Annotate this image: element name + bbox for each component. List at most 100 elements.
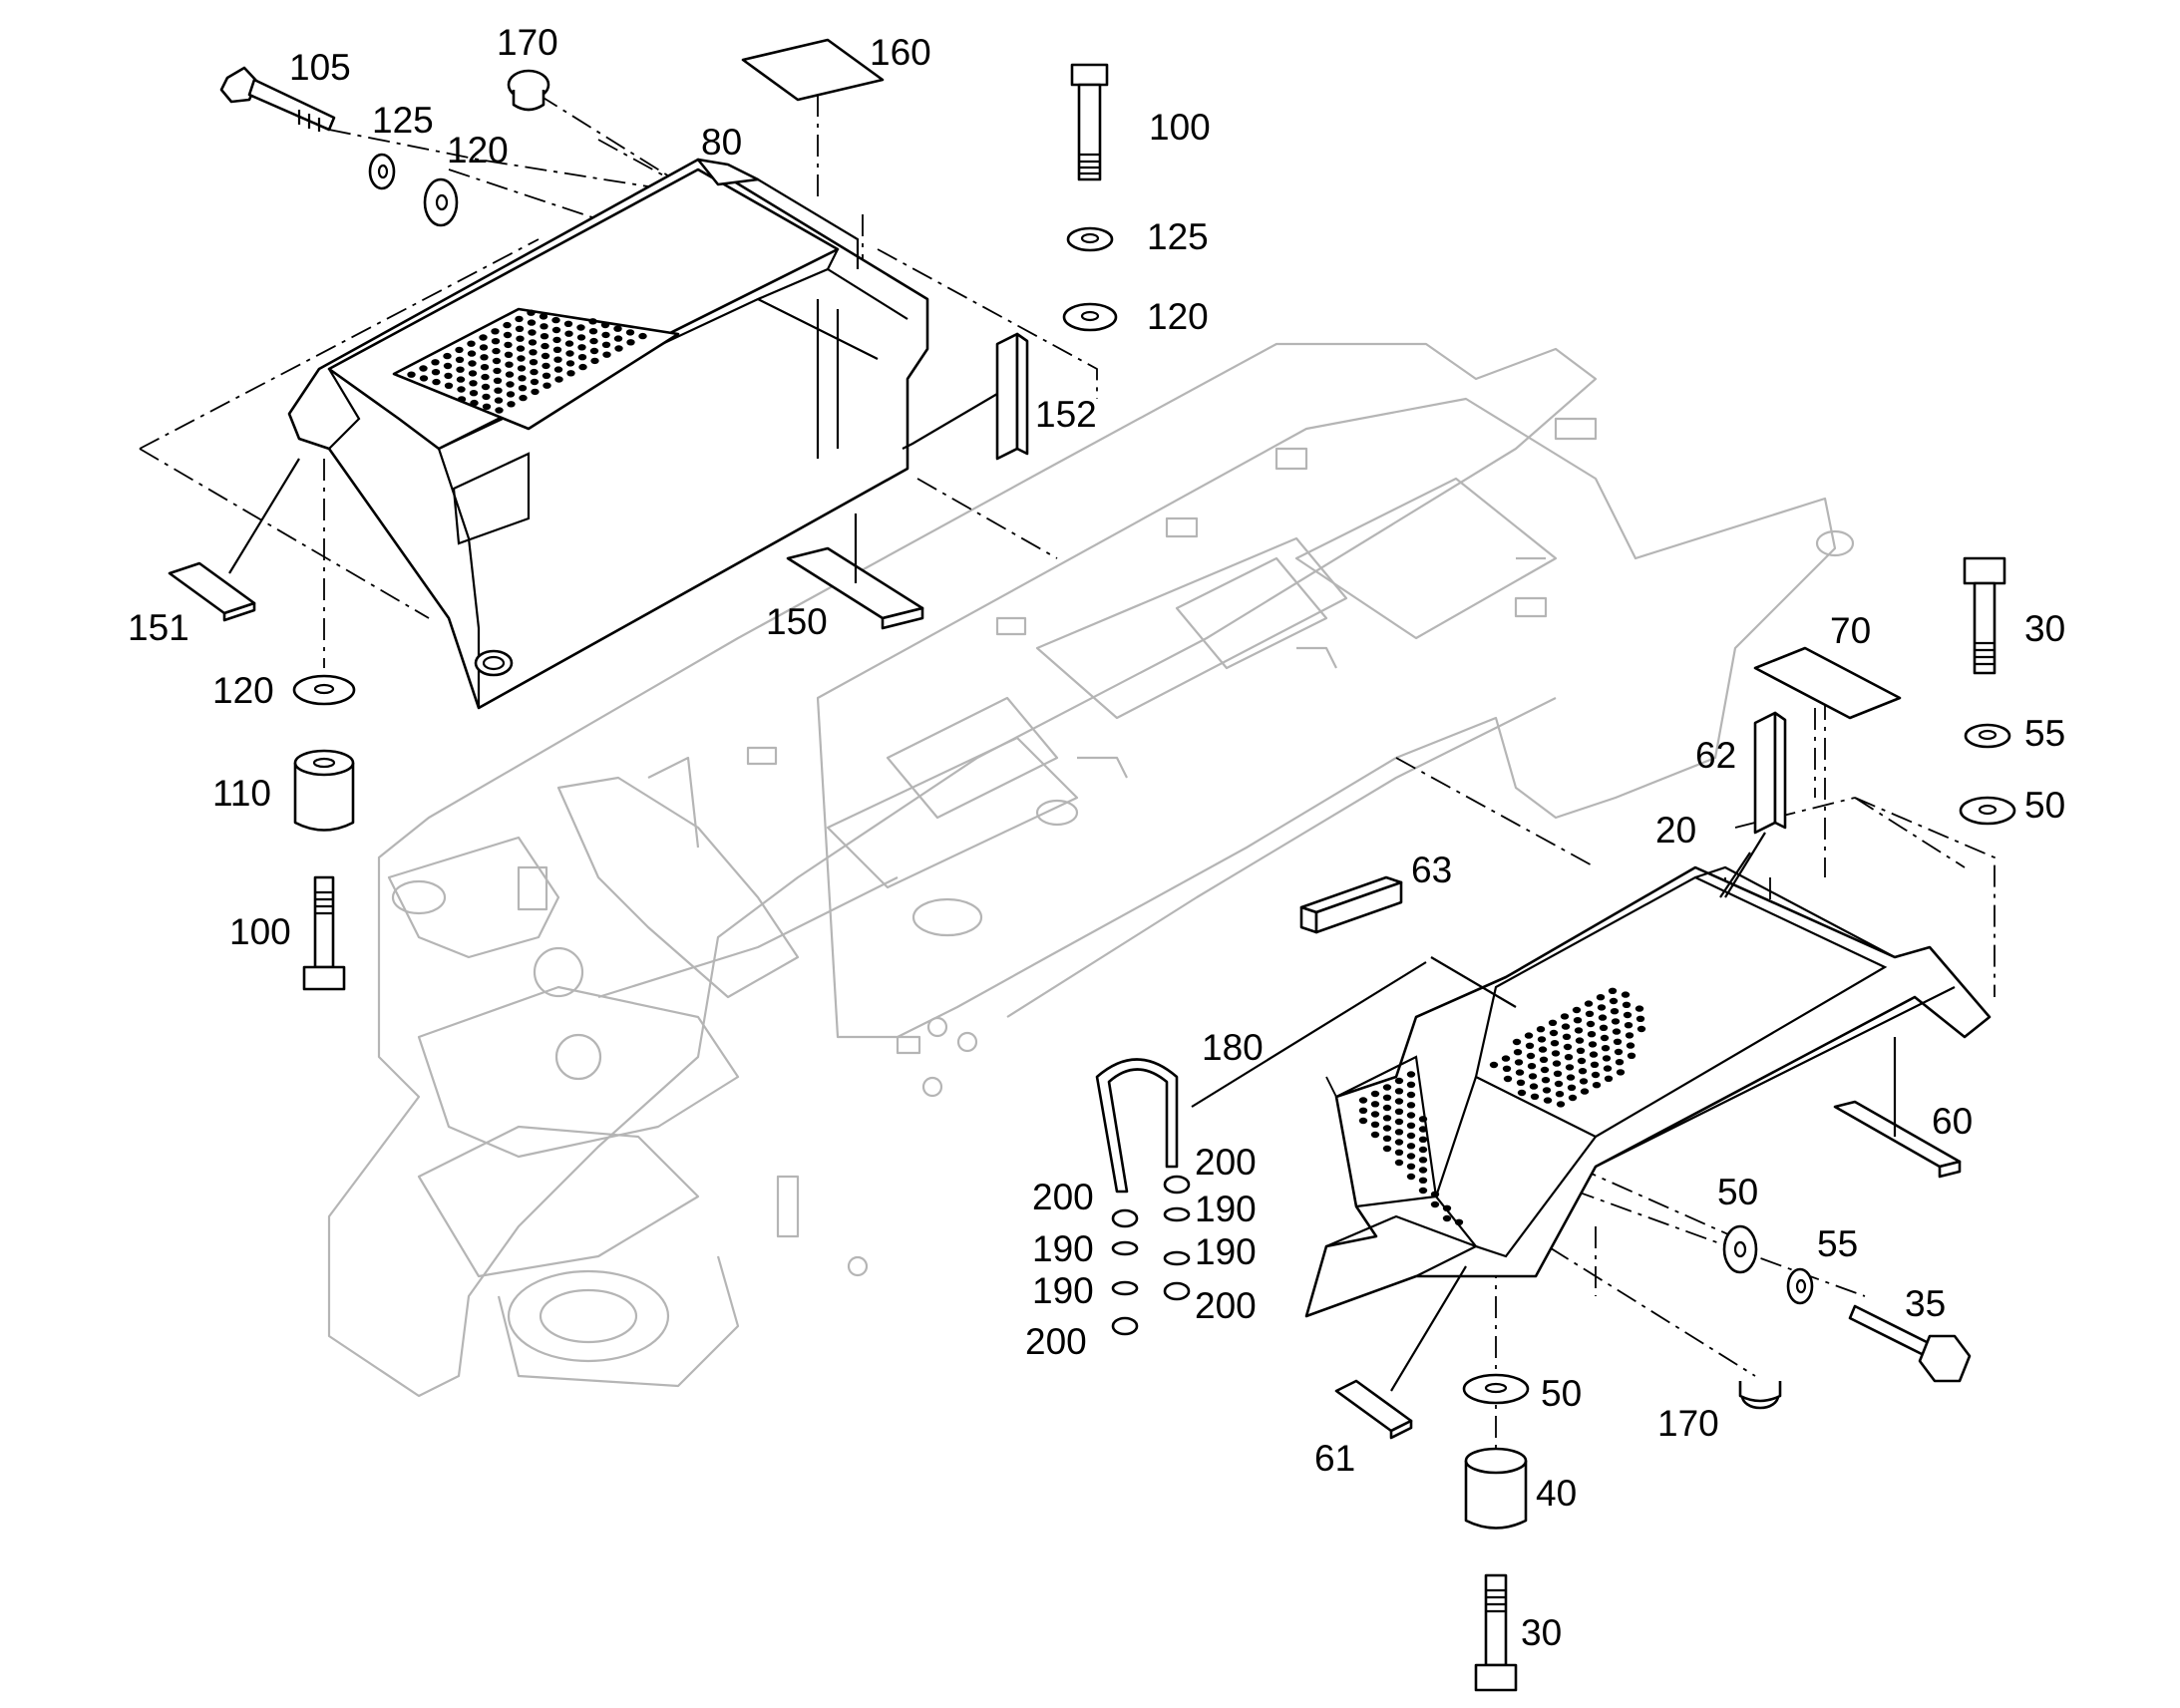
washer-120-right-icon xyxy=(1062,302,1118,332)
perforation-hole xyxy=(1566,1074,1576,1081)
perforation-hole xyxy=(529,359,539,366)
perforation-hole xyxy=(601,341,611,348)
perforation-hole xyxy=(1611,1018,1621,1025)
washer-55-top-icon xyxy=(1964,723,2011,749)
perforation-hole xyxy=(1573,1017,1583,1024)
main-frame-chassis xyxy=(327,342,1855,1398)
perforation-hole xyxy=(443,352,452,360)
perforation-hole xyxy=(1584,1000,1594,1007)
callout-200-left-bottom: 200 xyxy=(1025,1321,1087,1362)
perforation-hole xyxy=(1442,1214,1452,1222)
spacer-sleeve-40-icon xyxy=(1464,1447,1528,1530)
perforation-hole xyxy=(1382,1104,1392,1112)
perforation-hole xyxy=(456,366,465,373)
perforation-hole xyxy=(1600,1034,1610,1042)
callout-63: 63 xyxy=(1411,850,1452,890)
perforation-hole xyxy=(1589,1051,1599,1058)
perforation-hole xyxy=(1603,1065,1613,1072)
perforation-hole xyxy=(543,382,551,389)
perforation-hole xyxy=(1406,1153,1416,1160)
perforation-hole xyxy=(1553,1070,1563,1078)
callout-30-bottom: 30 xyxy=(1521,1612,1562,1653)
perforation-hole xyxy=(554,376,563,383)
bolt-100-top-icon xyxy=(1070,63,1109,181)
bolt-30-top-icon xyxy=(1963,556,2006,675)
grommet-170-top-icon xyxy=(507,69,550,112)
perforation-hole xyxy=(518,385,528,392)
callout-160: 160 xyxy=(870,32,931,73)
callout-30-top: 30 xyxy=(2024,608,2065,649)
perforation-hole xyxy=(529,349,538,356)
perforation-hole xyxy=(492,357,502,365)
perforation-hole xyxy=(1527,1063,1537,1070)
perforation-hole xyxy=(1358,1107,1368,1115)
perforation-hole xyxy=(1591,1071,1601,1079)
callout-60: 60 xyxy=(1932,1101,1973,1142)
perforation-hole xyxy=(528,339,538,346)
perforation-hole xyxy=(588,318,597,325)
perforation-hole xyxy=(1525,1042,1535,1050)
right-guard-cover-20 xyxy=(1304,865,1992,1318)
label-plate-70-icon xyxy=(1753,646,1902,720)
perforation-hole xyxy=(530,368,539,376)
perforation-hole xyxy=(1370,1090,1380,1098)
perforation-hole xyxy=(495,407,504,414)
perforation-hole xyxy=(1613,1038,1623,1046)
perforation-hole xyxy=(1394,1077,1404,1085)
perforation-hole xyxy=(551,316,560,324)
perforation-hole xyxy=(553,366,563,373)
perforation-hole xyxy=(1538,1046,1548,1053)
perforation-hole xyxy=(519,394,528,402)
perforation-hole xyxy=(516,345,526,352)
perforation-hole xyxy=(1501,1055,1511,1062)
perforation-hole xyxy=(530,378,540,386)
perforation-hole xyxy=(455,346,464,354)
perforation-hole xyxy=(1526,1052,1536,1060)
perforation-hole xyxy=(1626,1042,1635,1049)
perforation-hole xyxy=(1562,1033,1572,1041)
perforation-hole xyxy=(1418,1177,1428,1185)
rubber-pad-152-icon xyxy=(995,332,1029,461)
perforation-hole xyxy=(469,390,479,397)
perforation-hole xyxy=(1394,1088,1404,1095)
perforation-hole xyxy=(504,341,513,349)
perforation-hole xyxy=(625,329,635,336)
bolt-105-icon xyxy=(219,66,336,132)
callout-50-top: 50 xyxy=(2024,785,2065,826)
perforation-hole xyxy=(1418,1126,1428,1133)
perforation-hole xyxy=(1616,1069,1626,1076)
perforation-hole xyxy=(1528,1073,1538,1080)
perforation-hole xyxy=(602,351,611,358)
washer-120-bottom-icon xyxy=(292,674,356,706)
perforation-hole xyxy=(1635,1005,1644,1012)
washer-190-left-a-icon xyxy=(1111,1240,1139,1256)
spacer-sleeve-110-icon xyxy=(293,749,355,832)
perforation-hole xyxy=(515,315,524,323)
callout-120-top: 120 xyxy=(447,130,509,171)
perforation-hole xyxy=(552,336,561,344)
perforation-hole xyxy=(1358,1097,1368,1104)
perforation-hole xyxy=(482,393,491,401)
callout-80: 80 xyxy=(701,122,742,163)
perforation-hole xyxy=(1541,1077,1551,1084)
perforation-hole xyxy=(1556,1101,1566,1108)
callout-190-left-b: 190 xyxy=(1032,1270,1094,1311)
perforation-hole xyxy=(491,328,500,335)
perforation-hole xyxy=(1579,1078,1589,1085)
perforation-hole xyxy=(1537,1036,1547,1043)
perforation-hole xyxy=(407,371,416,378)
perforation-hole xyxy=(457,386,466,393)
perforation-hole xyxy=(1382,1125,1392,1132)
perforation-hole xyxy=(1382,1135,1392,1143)
perforation-hole xyxy=(1430,1191,1440,1198)
perforation-hole xyxy=(468,370,478,377)
perforation-hole xyxy=(1596,994,1606,1001)
washer-190-left-b-icon xyxy=(1111,1280,1139,1296)
perforation-hole xyxy=(1602,1055,1612,1062)
perforation-hole xyxy=(564,340,574,347)
perforation-hole xyxy=(515,325,525,332)
perforation-hole xyxy=(1621,991,1631,998)
perforation-hole xyxy=(1574,1027,1584,1034)
perforation-hole xyxy=(1406,1112,1416,1119)
perforation-hole xyxy=(517,355,526,362)
